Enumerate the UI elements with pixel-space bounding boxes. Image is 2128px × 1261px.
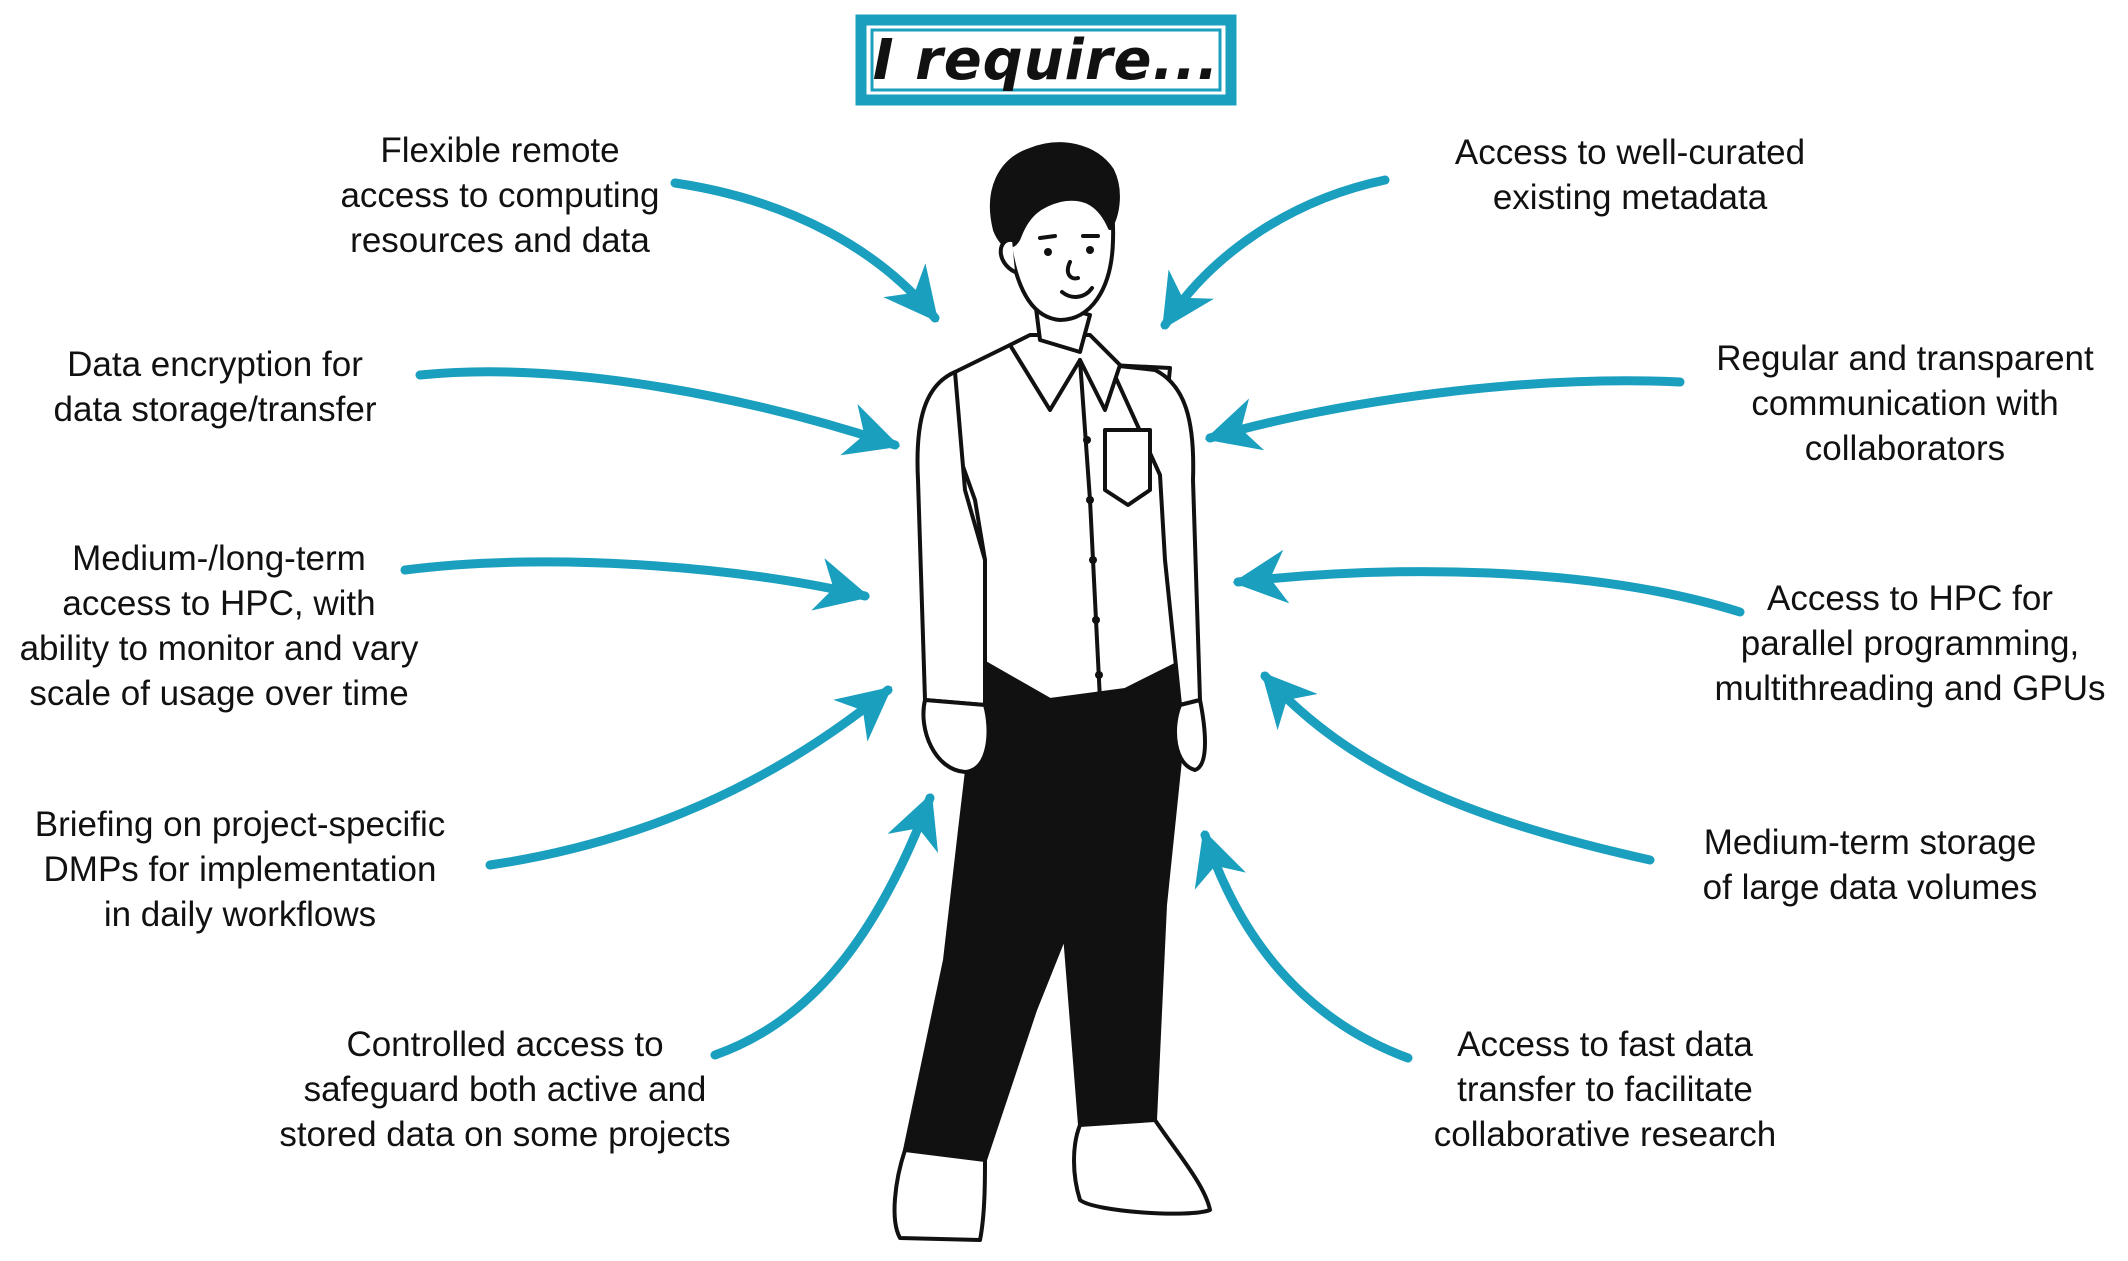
label-hpc-long-term: Medium-/long-term access to HPC, with ab… [19, 539, 419, 713]
arrow-hpc-long-term [400, 557, 871, 611]
label-fast-transfer: Access to fast data transfer to facilita… [1433, 1025, 1777, 1154]
shirt-buttons [1083, 436, 1103, 679]
arrow-hpc-parallel [1232, 549, 1745, 617]
arrow-controlled-access [710, 792, 939, 1060]
label-metadata: Access to well-curated existing metadata [1454, 133, 1806, 217]
label-encryption: Data encryption for data storage/transfe… [53, 345, 377, 429]
person-figure [892, 142, 1212, 1242]
face [1038, 234, 1100, 299]
arrow-remote-access [670, 178, 940, 323]
label-hpc-parallel: Access to HPC for parallel programming, … [1714, 579, 2106, 708]
arrow-communication [1204, 376, 1685, 451]
label-controlled-access: Controlled access to safeguard both acti… [279, 1025, 731, 1154]
label-communication: Regular and transparent communication wi… [1716, 339, 2094, 468]
title-box: I require... [855, 14, 1237, 106]
arrow-dmp-briefing [485, 685, 893, 870]
diagram-title: I require... [872, 27, 1220, 93]
arrow-encryption [415, 367, 901, 456]
right-shoe [1072, 1118, 1212, 1216]
hair [989, 142, 1120, 248]
left-hand [921, 698, 991, 774]
arrow-storage [1260, 671, 1655, 865]
left-shoe [892, 1148, 987, 1242]
arrow-metadata [1160, 175, 1390, 330]
ear [998, 238, 1017, 274]
label-remote-access: Flexible remote access to computing reso… [340, 131, 660, 260]
title-frame [855, 14, 1237, 106]
arrow-fast-transfer [1194, 829, 1413, 1063]
label-storage: Medium-term storage of large data volume… [1702, 823, 2038, 907]
right-hand [1173, 698, 1207, 772]
label-dmp-briefing: Briefing on project-specific DMPs for im… [34, 805, 446, 934]
shirt-pocket [1103, 428, 1152, 507]
